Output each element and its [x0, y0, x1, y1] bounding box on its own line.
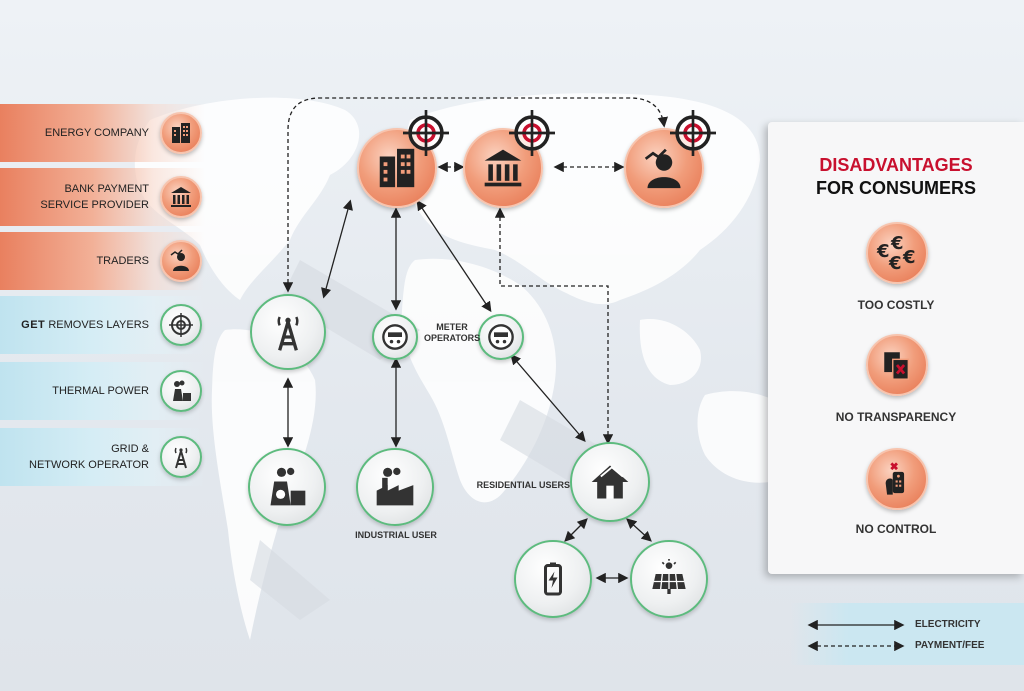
target-icon	[670, 110, 716, 156]
band-label-thermal-power: THERMAL POWER	[52, 385, 149, 397]
meter-icon	[382, 324, 408, 350]
thermal-plant-icon	[160, 370, 202, 412]
electricity-line-residential-solar	[626, 518, 652, 542]
no-control-label: NO CONTROL	[855, 522, 937, 536]
band-label-traders: TRADERS	[96, 255, 149, 267]
no-transparency-label: NO TRANSPARENCY	[835, 410, 957, 424]
target-icon	[403, 110, 449, 156]
svg-text:€: €	[876, 241, 890, 262]
band-label-get-removes-layers: GET REMOVES LAYERS	[21, 317, 149, 333]
electricity-line-energy-tower	[321, 199, 353, 299]
node-thermal-power	[248, 448, 326, 526]
node-industrial-user	[356, 448, 434, 526]
too-costly-label: TOO COSTLY	[857, 298, 935, 312]
disadvantages-panel: DISADVANTAGES FOR CONSUMERS €€€€ TOO COS…	[768, 122, 1024, 574]
payment-line-bank-residential	[494, 207, 614, 445]
industrial-user-label: INDUSTRIAL USER	[355, 530, 437, 540]
bank-icon	[160, 176, 202, 218]
building-large-icon	[379, 148, 415, 188]
battery-icon	[544, 562, 562, 596]
bank-large-icon	[484, 149, 522, 187]
no-transparency-icon	[866, 334, 928, 396]
node-meter-2	[478, 314, 524, 360]
legend-payment-label: PAYMENT/FEE	[915, 640, 985, 651]
legend-lines	[807, 619, 905, 652]
svg-text:€: €	[902, 247, 916, 268]
nuclear-plant-icon	[270, 467, 306, 506]
band-label-grid-network: GRID & NETWORK OPERATOR	[29, 443, 149, 471]
factory-icon	[376, 467, 414, 506]
electricity-line-energy-meter2	[416, 199, 492, 313]
legend: ELECTRICITY PAYMENT/FEE	[790, 603, 1024, 665]
trader-large-icon	[644, 148, 681, 189]
no-control-icon	[866, 448, 928, 510]
building-icon	[160, 112, 202, 154]
electricity-line-residential-battery	[564, 518, 588, 542]
band-label-bank-payment: BANK PAYMENT SERVICE PROVIDER	[40, 183, 149, 211]
svg-text:€: €	[888, 253, 902, 273]
transmission-tower-icon	[160, 436, 202, 478]
meter-operators-label: METER OPERATORS	[424, 322, 481, 343]
node-traders	[624, 128, 704, 208]
payment-line-tower-traders	[282, 97, 668, 293]
svg-text:€: €	[890, 233, 904, 254]
house-solar-icon	[591, 465, 629, 499]
meter-icon	[488, 324, 514, 350]
trader-icon	[160, 240, 202, 282]
target-icon	[160, 304, 202, 346]
node-grid-operator	[250, 294, 326, 370]
solar-panel-icon	[652, 559, 686, 594]
electricity-line-meter-residential	[510, 354, 586, 442]
node-residential-users	[570, 442, 650, 522]
transmission-tower-large-icon	[277, 316, 299, 351]
get-brand: GET	[21, 319, 46, 331]
node-battery	[514, 540, 592, 618]
residential-users-label: RESIDENTIAL USERS	[476, 480, 570, 490]
band-label-energy-company: ENERGY COMPANY	[44, 127, 149, 139]
removes-layers-text: REMOVES LAYERS	[48, 319, 149, 331]
node-solar-panel	[630, 540, 708, 618]
euro-coins-icon: €€€€	[866, 222, 928, 284]
target-icon	[509, 110, 555, 156]
panel-title-black: FOR CONSUMERS	[815, 178, 976, 198]
legend-electricity-label: ELECTRICITY	[915, 619, 981, 630]
panel-title-red: DISADVANTAGES	[819, 155, 973, 175]
node-meter-1	[372, 314, 418, 360]
